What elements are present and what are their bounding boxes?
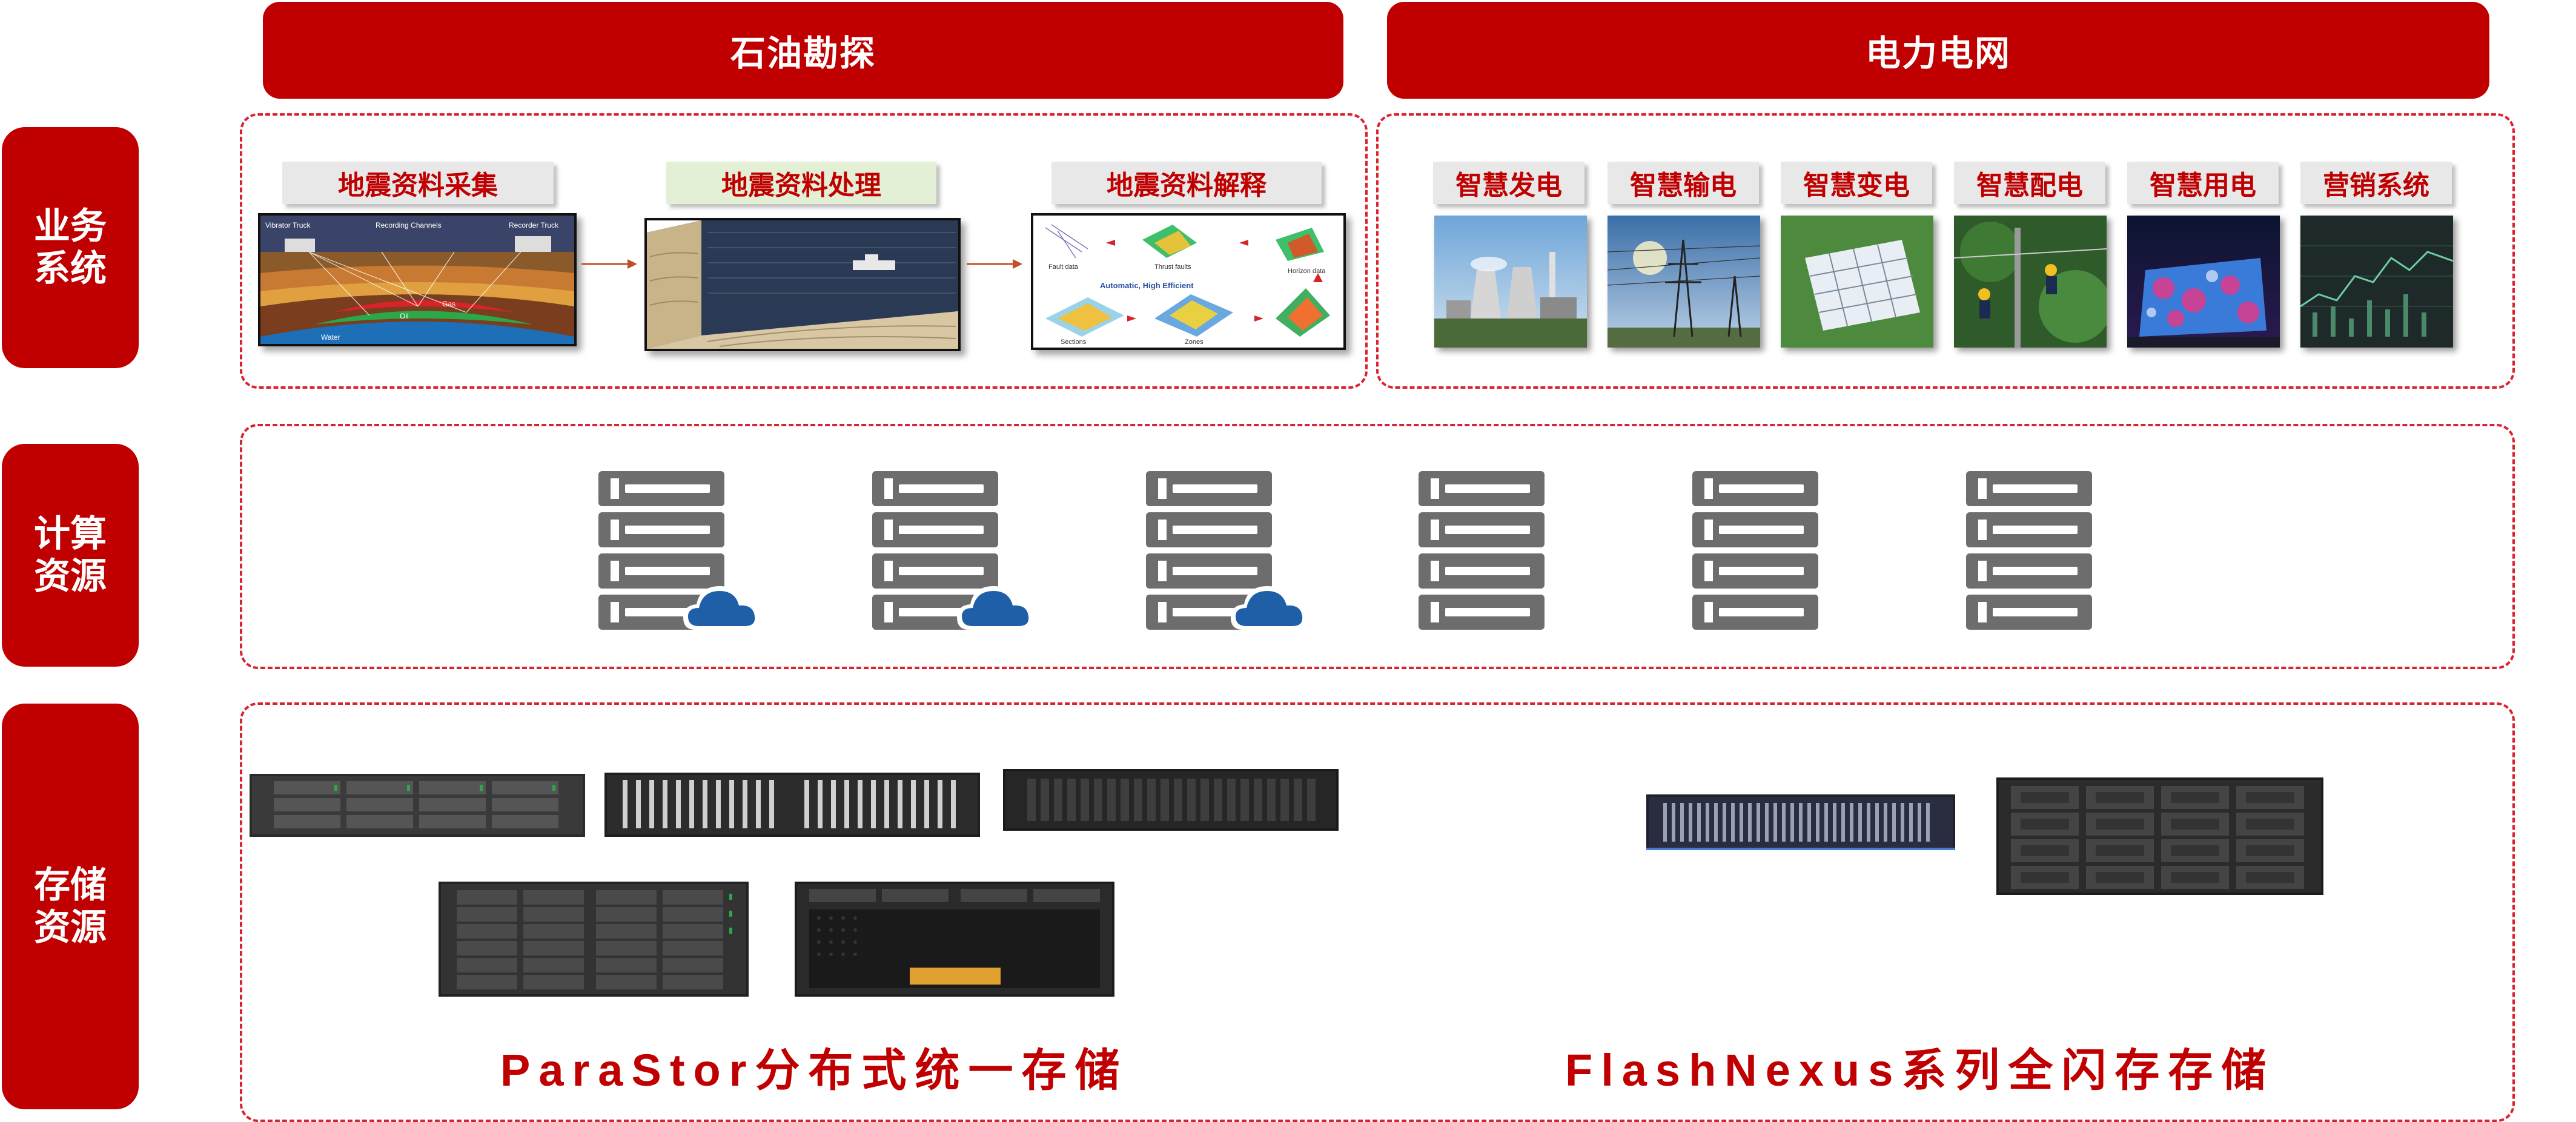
seismic-interpretation-graphic: Fault data Thrust faults Automatic, High… — [1033, 216, 1343, 348]
label-zones: Zones — [1185, 338, 1204, 346]
label-fault-data: Fault data — [1048, 263, 1079, 271]
row-label-business-line1: 业务 — [34, 206, 107, 246]
compute-server-6 — [1966, 471, 2092, 630]
power-label-generation: 智慧发电 — [1433, 162, 1584, 204]
label-horizon-data: Horizon data — [1288, 268, 1326, 275]
stage-label-acquisition: 地震资料采集 — [282, 162, 554, 204]
label-automatic: Automatic, High Efficient — [1100, 281, 1194, 290]
compute-server-3 — [1146, 471, 1308, 630]
oil-business-frame — [240, 113, 1368, 389]
seismic-interpretation-diagram: Fault data Thrust faults Automatic, High… — [1031, 213, 1346, 350]
seismic-processing-graphic — [647, 220, 958, 349]
parastor-rack-4u-controller — [795, 882, 1114, 997]
illuminated-building-photo — [2127, 216, 2280, 348]
flashnexus-caption: FlashNexus系列全闪存存储 — [1565, 1045, 2275, 1095]
label-vibrator-truck: Vibrator Truck — [265, 221, 311, 229]
transmission-tower-photo — [1608, 216, 1760, 348]
compute-server-4 — [1419, 471, 1545, 630]
arrow-processing-to-interpretation — [967, 259, 1022, 269]
cloud-icon — [683, 586, 760, 630]
label-water: Water — [321, 333, 340, 342]
label-gas: Gas — [442, 300, 455, 308]
row-label-business-line2: 系统 — [34, 248, 107, 289]
compute-server-2 — [872, 471, 1034, 630]
solar-panel-photo — [1781, 216, 1933, 348]
parastor-rack-2u-12bay — [250, 774, 585, 837]
lineworker-photo — [1954, 216, 2107, 348]
row-label-storage-line2: 资源 — [34, 907, 107, 948]
row-label-storage-line1: 存储 — [34, 865, 107, 905]
power-label-consumption: 智慧用电 — [2127, 162, 2279, 204]
label-oil: Oil — [400, 312, 409, 320]
row-label-compute-line2: 资源 — [34, 556, 107, 596]
seismic-processing-diagram — [644, 218, 961, 351]
label-sections: Sections — [1061, 338, 1087, 346]
power-label-transmission: 智慧输电 — [1608, 162, 1759, 204]
power-plant-photo — [1434, 216, 1587, 348]
row-label-storage: 存储 资源 — [2, 704, 139, 1109]
cloud-icon — [957, 586, 1034, 630]
flashnexus-rack-4u — [1996, 777, 2323, 895]
seismic-acquisition-graphic: Vibrator Truck Recording Channels Record… — [260, 216, 574, 344]
row-label-compute-line1: 计算 — [34, 513, 107, 554]
parastor-rack-2u-flat — [1003, 769, 1339, 831]
row-label-business: 业务 系统 — [2, 127, 139, 368]
parastor-caption: ParaStor分布式统一存储 — [500, 1045, 1128, 1095]
compute-frame — [240, 424, 2515, 669]
stage-label-processing: 地震资料处理 — [666, 162, 936, 204]
oil-exploration-header: 石油勘探 — [263, 2, 1343, 99]
label-recorder-truck: Recorder Truck — [509, 221, 559, 229]
power-label-substation: 智慧变电 — [1781, 162, 1932, 204]
power-label-marketing: 营销系统 — [2300, 162, 2452, 204]
arrow-acquisition-to-processing — [581, 259, 637, 269]
row-label-compute: 计算 资源 — [2, 444, 139, 667]
stage-label-interpretation: 地震资料解释 — [1051, 162, 1322, 204]
power-business-frame — [1376, 113, 2515, 389]
compute-server-5 — [1692, 471, 1818, 630]
parastor-rack-4u-24bay — [439, 882, 749, 997]
seismic-acquisition-diagram: Vibrator Truck Recording Channels Record… — [258, 213, 577, 346]
flashnexus-rack-2u — [1646, 794, 1955, 850]
label-thrust-faults: Thrust faults — [1154, 263, 1191, 271]
cloud-icon — [1231, 586, 1308, 630]
stock-chart-photo — [2300, 216, 2453, 348]
power-label-distribution: 智慧配电 — [1954, 162, 2105, 204]
label-recording-channels: Recording Channels — [376, 221, 442, 229]
compute-server-1 — [598, 471, 760, 630]
power-grid-header: 电力电网 — [1387, 2, 2489, 99]
parastor-rack-2u-24bay — [604, 773, 980, 837]
